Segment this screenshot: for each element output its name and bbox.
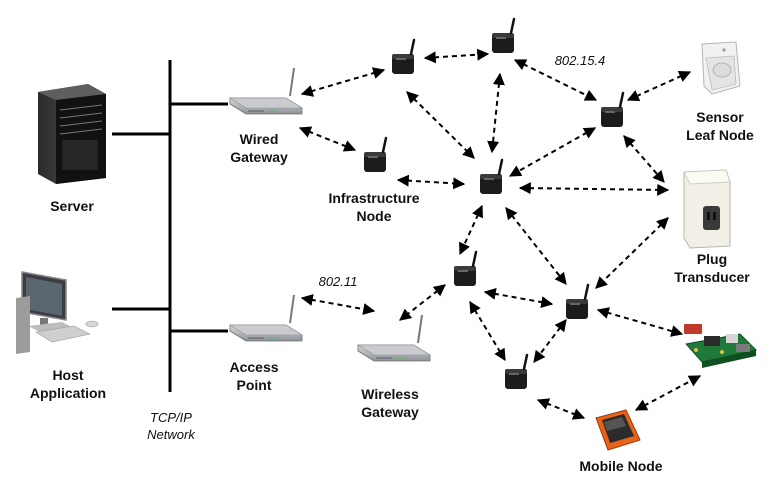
link-mote2-relay (513, 59, 598, 101)
tcp-ip-network-label: TCP/IP Network (136, 409, 206, 443)
network-label-line1: TCP/IP (150, 410, 192, 425)
mobile-device-icon (595, 409, 641, 451)
network-label-line2: Network (147, 427, 195, 442)
server-icon (38, 84, 106, 184)
link-center-plug (518, 182, 670, 196)
infra-label-line2: Node (356, 208, 392, 224)
plug-transducer-label: Plug Transducer (660, 250, 764, 286)
mobile-node-label: Mobile Node (579, 458, 663, 474)
computer-icon (16, 271, 99, 354)
access-label-line2: Point (236, 377, 272, 393)
link-bottom-mobile (536, 398, 586, 420)
wired-label-line1: Wired (239, 131, 279, 147)
wireless-links (298, 48, 702, 420)
link-lower-wireless (399, 284, 446, 321)
access-label-line1: Access (229, 359, 279, 375)
sensor-mote-icon (599, 91, 625, 129)
link-wired-infra (298, 126, 357, 152)
host-label-line2: Application (29, 385, 107, 401)
link-right-bottom (533, 319, 567, 363)
plug-label-line2: Transducer (674, 269, 750, 285)
circuit-board-icon (684, 324, 757, 368)
link-plug-right (595, 217, 669, 289)
plug-label-line1: Plug (696, 251, 728, 267)
router-icon (229, 67, 303, 115)
link-mote1-center (406, 91, 475, 159)
link-mobile-board (634, 375, 702, 411)
link-right-board (596, 307, 684, 337)
server-label: Server (50, 198, 94, 214)
link-lower-bottom (469, 300, 506, 362)
sensor-mote-icon (452, 250, 478, 288)
link-wired-mote1 (300, 67, 386, 97)
link-access-wireless (300, 294, 376, 315)
sensor-mote-icon (478, 158, 504, 196)
plug-transducer-icon (683, 169, 731, 249)
link-relay-sensor (626, 70, 692, 102)
link-center-lower (459, 204, 483, 256)
sensor-label-line2: Leaf Node (686, 127, 754, 143)
wireless-gateway-label: Wireless Gateway (345, 385, 435, 421)
link-mote2-center (487, 72, 505, 154)
link-center-right (505, 207, 567, 285)
host-label-line1: Host (52, 367, 84, 383)
sensor-mote-icon (390, 38, 416, 76)
infra-label-line1: Infrastructure (328, 190, 420, 206)
motion-sensor-icon (701, 41, 741, 95)
link-relay-center (508, 127, 597, 177)
tcp-ip-backbone (112, 60, 228, 392)
sensor-mote-icon (362, 136, 388, 174)
infrastructure-node-label: Infrastructure Node (314, 189, 434, 225)
sensor-mote-icon (490, 17, 516, 55)
host-application-label: Host Application (18, 366, 118, 402)
sensor-mote-icon (564, 283, 590, 321)
protocol-802-15-4-label: 802.15.4 (554, 53, 606, 68)
access-point-label: Access Point (214, 358, 294, 394)
wireless-label-line2: Gateway (361, 404, 419, 420)
link-lower-right (483, 287, 554, 309)
wired-gateway-label: Wired Gateway (214, 130, 304, 166)
link-relay-plug (623, 135, 665, 183)
router-icon (357, 314, 431, 362)
protocol-802-11-label: 802.11 (318, 274, 358, 289)
wireless-label-line1: Wireless (361, 386, 419, 402)
link-mote1-mote2 (423, 48, 490, 64)
sensor-mote-icon (503, 353, 529, 391)
sensor-leaf-node-label: Sensor Leaf Node (672, 108, 768, 144)
wired-label-line2: Gateway (230, 149, 288, 165)
router-icon (229, 294, 303, 342)
link-infra-center (396, 174, 466, 190)
sensor-label-line1: Sensor (696, 109, 744, 125)
